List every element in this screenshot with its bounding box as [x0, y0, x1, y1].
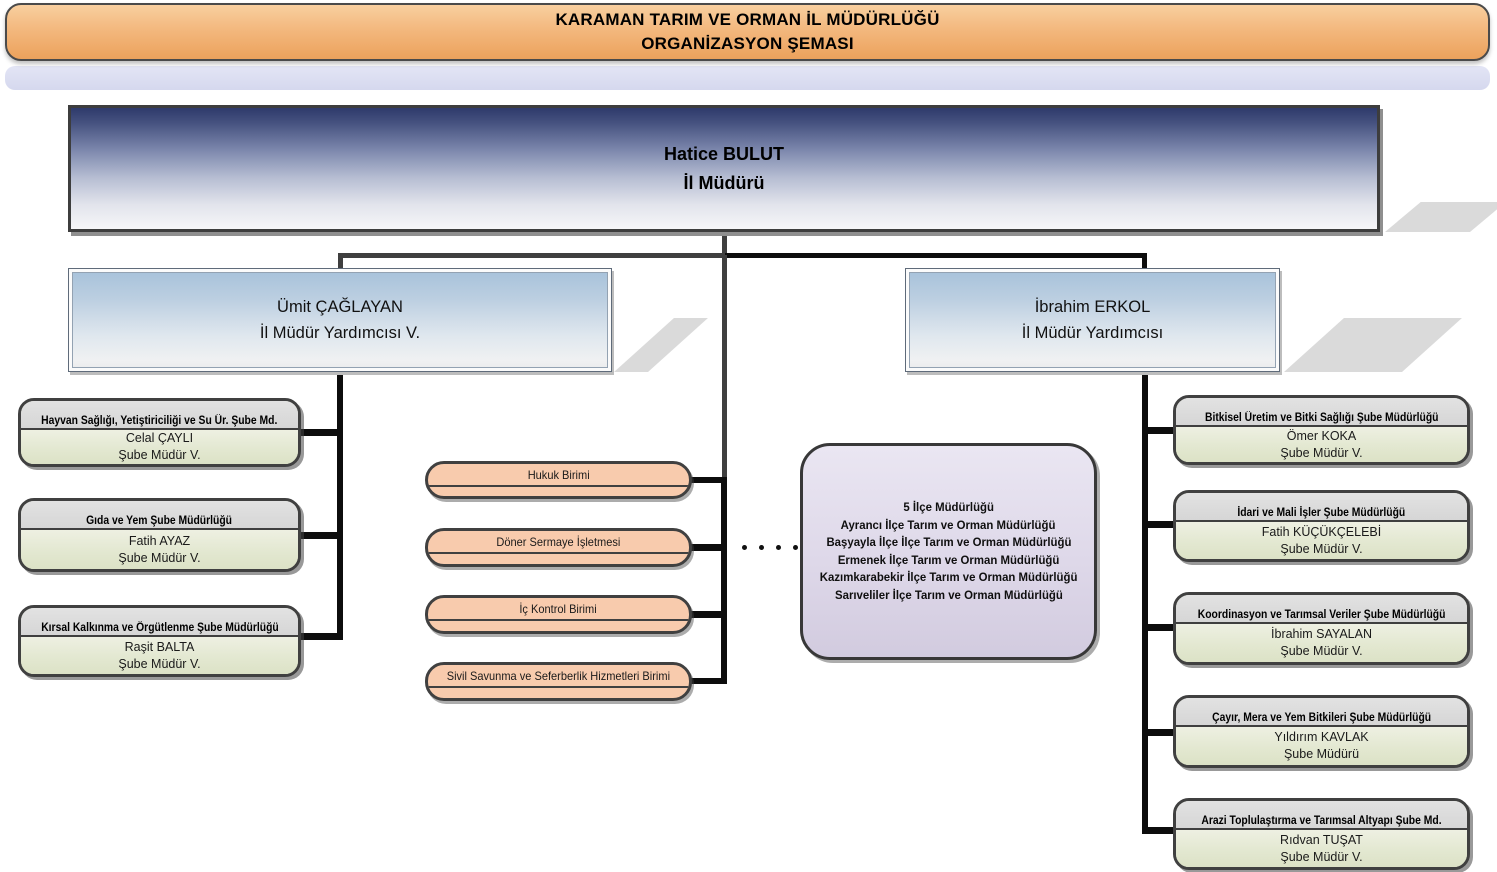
district-line: Kazımkarabekir İlçe Tarım ve Orman Müdür…	[819, 570, 1078, 584]
branch-box-idari-mali: İdari ve Mali İşler Şube Müdürlüğü Fatih…	[1173, 490, 1470, 562]
director-name: Hatice BULUT	[663, 143, 784, 164]
dotted-connector	[742, 545, 747, 550]
branch-unit-header: Gıda ve Yem Şube Müdürlüğü	[21, 501, 298, 530]
connector-line	[298, 532, 339, 539]
branch-manager-title: Şube Müdür V.	[1280, 849, 1363, 864]
connector-line	[1146, 521, 1175, 528]
connector-line	[722, 255, 727, 481]
unit-pill-label: Sivil Savunma ve Seferberlik Hizmetleri …	[428, 665, 689, 688]
district-line: Başyayla İlçe İlçe Tarım ve Orman Müdürl…	[826, 535, 1071, 549]
branch-unit-header: Koordinasyon ve Tarımsal Veriler Şube Mü…	[1176, 595, 1467, 624]
branch-manager-title: Şube Müdür V.	[118, 448, 201, 462]
district-directorates-box: 5 İlçe Müdürlüğü Ayrancı İlçe Tarım ve O…	[800, 443, 1097, 660]
deputy-right-shadow	[1284, 318, 1462, 372]
branch-box-bitkisel-uretim: Bitkisel Üretim ve Bitki Sağlığı Şube Mü…	[1173, 395, 1470, 465]
connector-line	[690, 678, 727, 684]
connector-line	[1146, 427, 1175, 434]
unit-pill-ic-kontrol: İç Kontrol Birimi	[425, 595, 692, 634]
branch-manager-name: Raşit BALTA	[124, 639, 195, 654]
title-line-2: ORGANİZASYON ŞEMASI	[641, 34, 854, 53]
unit-pill-hukuk: Hukuk Birimi	[425, 461, 692, 499]
branch-unit-header: Bitkisel Üretim ve Bitki Sağlığı Şube Mü…	[1176, 398, 1467, 427]
connector-line	[1142, 253, 1147, 270]
branch-manager-name: Celal ÇAYLI	[125, 431, 194, 445]
unit-pill-sivil-savunma: Sivil Savunma ve Seferberlik Hizmetleri …	[425, 662, 692, 701]
branch-box-koordinasyon: Koordinasyon ve Tarımsal Veriler Şube Mü…	[1173, 592, 1470, 665]
district-line: Sarıveliler İlçe Tarım ve Orman Müdürlüğ…	[834, 587, 1063, 602]
branch-unit-header: Çayır, Mera ve Yem Bitkileri Şube Müdürl…	[1176, 698, 1467, 727]
title-banner: KARAMAN TARIM VE ORMAN İL MÜDÜRLÜĞÜ ORGA…	[5, 3, 1490, 61]
deputy-left-shadow	[614, 318, 708, 372]
district-line: 5 İlçe Müdürlüğü	[903, 500, 994, 514]
deputy-box-left: Ümit ÇAĞLAYAN İl Müdür Yardımcısı V.	[68, 268, 612, 372]
branch-manager-title: Şube Müdür V.	[1280, 644, 1363, 658]
connector-line	[690, 477, 727, 483]
branch-manager-title: Şube Müdürü	[1283, 747, 1360, 761]
branch-manager-name: Fatih AYAZ	[128, 533, 191, 548]
branch-manager-name: Fatih KÜÇÜKÇELEBİ	[1261, 524, 1382, 539]
branch-box-kirsal-kalkinma: Kırsal Kalkınma ve Örgütlenme Şube Müdür…	[18, 605, 301, 677]
connector-line	[1146, 827, 1175, 834]
branch-manager-name: Ömer KOKA	[1286, 428, 1357, 443]
connector-line	[338, 253, 343, 270]
connector-line	[337, 372, 343, 640]
dotted-connector	[793, 545, 798, 550]
unit-pill-label: İç Kontrol Birimi	[428, 598, 689, 621]
branch-manager-title: Şube Müdür V.	[1280, 445, 1363, 460]
branch-unit-header: İdari ve Mali İşler Şube Müdürlüğü	[1176, 493, 1467, 522]
branch-manager-name: Yıldırım KAVLAK	[1274, 730, 1369, 744]
branch-manager-title: Şube Müdür V.	[118, 656, 201, 671]
connector-line	[721, 477, 727, 684]
deputy-name: İbrahim ERKOL	[1034, 298, 1151, 316]
branch-manager-title: Şube Müdür V.	[118, 550, 201, 565]
dotted-connector	[759, 545, 764, 550]
connector-line	[690, 544, 727, 551]
district-line: Ermenek İlçe Tarım ve Orman Müdürlüğü	[837, 552, 1060, 567]
title-line-1: KARAMAN TARIM VE ORMAN İL MÜDÜRLÜĞÜ	[555, 10, 940, 29]
connector-line	[1146, 729, 1175, 736]
branch-unit-header: Kırsal Kalkınma ve Örgütlenme Şube Müdür…	[21, 608, 298, 637]
branch-box-arazi-toplulastirma: Arazi Toplulaştırma ve Tarımsal Altyapı …	[1173, 798, 1470, 870]
connector-line	[725, 253, 1147, 258]
branch-manager-title: Şube Müdür V.	[1280, 541, 1363, 556]
decorative-bar	[5, 66, 1490, 90]
connector-line	[338, 253, 727, 258]
deputy-title: İl Müdür Yardımcısı V.	[259, 324, 421, 342]
branch-unit-header: Arazi Toplulaştırma ve Tarımsal Altyapı …	[1176, 801, 1467, 830]
director-box-shadow	[1385, 202, 1497, 232]
district-line: Ayrancı İlçe Tarım ve Orman Müdürlüğü	[841, 517, 1056, 532]
deputy-box-right: İbrahim ERKOL İl Müdür Yardımcısı	[905, 268, 1280, 372]
branch-unit-header: Hayvan Sağlığı, Yetiştiriciliği ve Su Ür…	[21, 401, 298, 430]
director-title: İl Müdürü	[683, 172, 765, 193]
branch-box-cayir-mera: Çayır, Mera ve Yem Bitkileri Şube Müdürl…	[1173, 695, 1470, 768]
director-box: Hatice BULUT İl Müdürü	[68, 105, 1380, 232]
branch-box-gida-yem: Gıda ve Yem Şube Müdürlüğü Fatih AYAZ Şu…	[18, 498, 301, 572]
deputy-title: İl Müdür Yardımcısı	[1021, 324, 1164, 342]
connector-line	[298, 429, 339, 436]
branch-box-hayvan-sagligi: Hayvan Sağlığı, Yetiştiriciliği ve Su Ür…	[18, 398, 301, 467]
unit-pill-label: Hukuk Birimi	[428, 464, 689, 487]
dotted-connector	[776, 545, 781, 550]
connector-line	[722, 230, 727, 258]
unit-pill-doner-sermaye: Döner Sermaye İşletmesi	[425, 528, 692, 567]
connector-line	[1142, 372, 1148, 834]
connector-line	[298, 633, 339, 640]
unit-pill-label: Döner Sermaye İşletmesi	[428, 531, 689, 554]
connector-line	[690, 611, 727, 618]
branch-manager-name: İbrahim SAYALAN	[1271, 627, 1372, 641]
connector-line	[1146, 624, 1175, 631]
branch-manager-name: Rıdvan TUŞAT	[1280, 832, 1363, 847]
deputy-name: Ümit ÇAĞLAYAN	[277, 298, 403, 316]
